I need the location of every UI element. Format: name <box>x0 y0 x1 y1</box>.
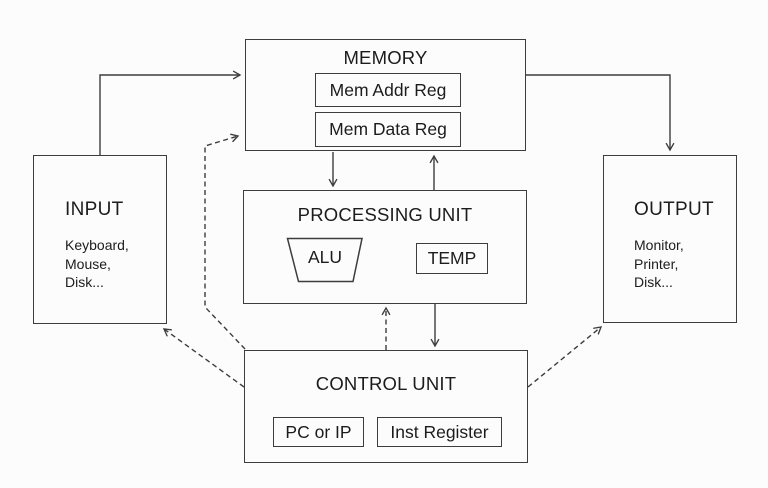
temp-register-box: TEMP <box>416 243 488 274</box>
processing-unit-box: PROCESSING UNIT TEMP <box>243 190 527 304</box>
output-device: Monitor, <box>634 237 684 253</box>
input-device: Mouse, <box>65 255 111 272</box>
alu-trapezoid-shape <box>286 237 363 283</box>
output-device: Printer, <box>634 255 679 272</box>
mem-data-reg-box: Mem Data Reg <box>315 112 461 147</box>
output-title: OUTPUT <box>634 199 714 220</box>
pc-register-label: PC or IP <box>285 421 352 442</box>
input-title: INPUT <box>65 199 124 220</box>
arrow-input-to-memory <box>99 70 242 155</box>
pc-register-box: PC or IP <box>273 417 364 447</box>
mem-addr-reg-box: Mem Addr Reg <box>315 73 461 107</box>
temp-register-label: TEMP <box>427 248 477 268</box>
arrow-control-to-output-dashed <box>527 326 603 388</box>
arrow-control-to-memory-dashed <box>204 133 246 350</box>
inst-register-label: Inst Register <box>390 421 489 442</box>
output-device-list: Monitor, Printer, Disk... <box>634 236 684 292</box>
memory-title: MEMORY <box>343 47 428 68</box>
control-unit-title: CONTROL UNIT <box>315 373 457 394</box>
input-device-list: Keyboard, Mouse, Disk... <box>65 236 129 292</box>
mem-addr-reg-label: Mem Addr Reg <box>329 79 447 100</box>
input-device: Disk... <box>65 274 104 290</box>
alu-label: ALU <box>307 247 343 267</box>
input-box: INPUT Keyboard, Mouse, Disk... <box>33 155 167 324</box>
control-unit-box: CONTROL UNIT PC or IP Inst Register <box>244 350 528 463</box>
processing-unit-title: PROCESSING UNIT <box>297 204 473 225</box>
arrow-memory-to-output <box>526 74 675 152</box>
arrow-control-to-input-dashed <box>162 328 245 388</box>
output-box: OUTPUT Monitor, Printer, Disk... <box>603 155 737 323</box>
input-device: Keyboard, <box>65 237 129 253</box>
memory-box: MEMORY Mem Addr Reg Mem Data Reg <box>245 39 526 151</box>
output-device: Disk... <box>634 274 673 290</box>
mem-data-reg-label: Mem Data Reg <box>329 119 447 139</box>
inst-register-box: Inst Register <box>377 417 502 447</box>
alu-trapezoid: ALU <box>286 237 364 283</box>
